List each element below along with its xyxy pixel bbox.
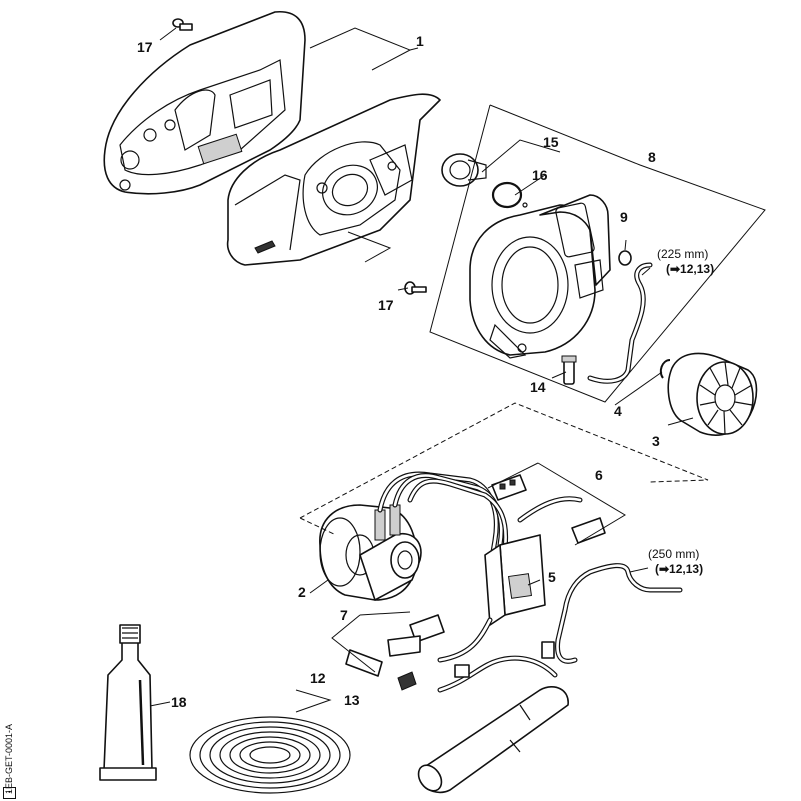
- hose-long-length-note: (250 mm): [648, 547, 700, 561]
- motor-cables: [377, 471, 509, 573]
- hose-long-ref-note: (➡12,13): [655, 562, 704, 576]
- callout-13: 13: [344, 692, 360, 708]
- callout-8: 8: [648, 149, 656, 165]
- grease-tube: [99, 624, 157, 781]
- document-id: 1EB-GET-0001-A: [4, 723, 15, 795]
- callout-7: 7: [340, 607, 348, 623]
- sensor-fitting: [441, 153, 487, 187]
- fan-wheel: [667, 352, 758, 436]
- callout-15: 15: [543, 134, 559, 150]
- hose-short-ref-note: (➡12,13): [666, 262, 715, 276]
- callout-1: 1: [416, 33, 424, 49]
- callout-16: 16: [532, 167, 548, 183]
- connector-set-upper: [491, 474, 606, 544]
- connector-set-lower: [345, 614, 445, 691]
- callout-18: 18: [171, 694, 187, 710]
- cable-loom: [437, 617, 558, 693]
- callout-17-upper: 17: [137, 39, 153, 55]
- handle-tube: [417, 686, 569, 794]
- o-ring: [491, 181, 528, 209]
- callout-6: 6: [595, 467, 603, 483]
- valve: [561, 355, 577, 385]
- callout-3: 3: [652, 433, 660, 449]
- callout-9: 9: [620, 209, 628, 225]
- fan-housing: [469, 194, 611, 359]
- grommet: [618, 250, 632, 266]
- hose-short-length-note: (225 mm): [657, 247, 709, 261]
- leader-lines: [149, 27, 766, 713]
- hose-coil: [189, 716, 351, 794]
- callout-12: 12: [310, 670, 326, 686]
- callout-5: 5: [548, 569, 556, 585]
- housing-front-shell: [226, 93, 441, 266]
- callout-17-lower: 17: [378, 297, 394, 313]
- page-corner-icon: ▪: [3, 787, 16, 799]
- screw-upper: [172, 18, 193, 31]
- callout-4: 4: [614, 403, 622, 419]
- screw-lower: [404, 281, 427, 295]
- callout-14: 14: [530, 379, 546, 395]
- callout-2: 2: [298, 584, 306, 600]
- circlip: [659, 359, 671, 379]
- hose-250mm: [555, 563, 683, 664]
- motor: [319, 504, 422, 601]
- hose-225mm: [587, 262, 653, 384]
- housing-rear-shell: [103, 11, 306, 195]
- electronics-module: [484, 534, 546, 626]
